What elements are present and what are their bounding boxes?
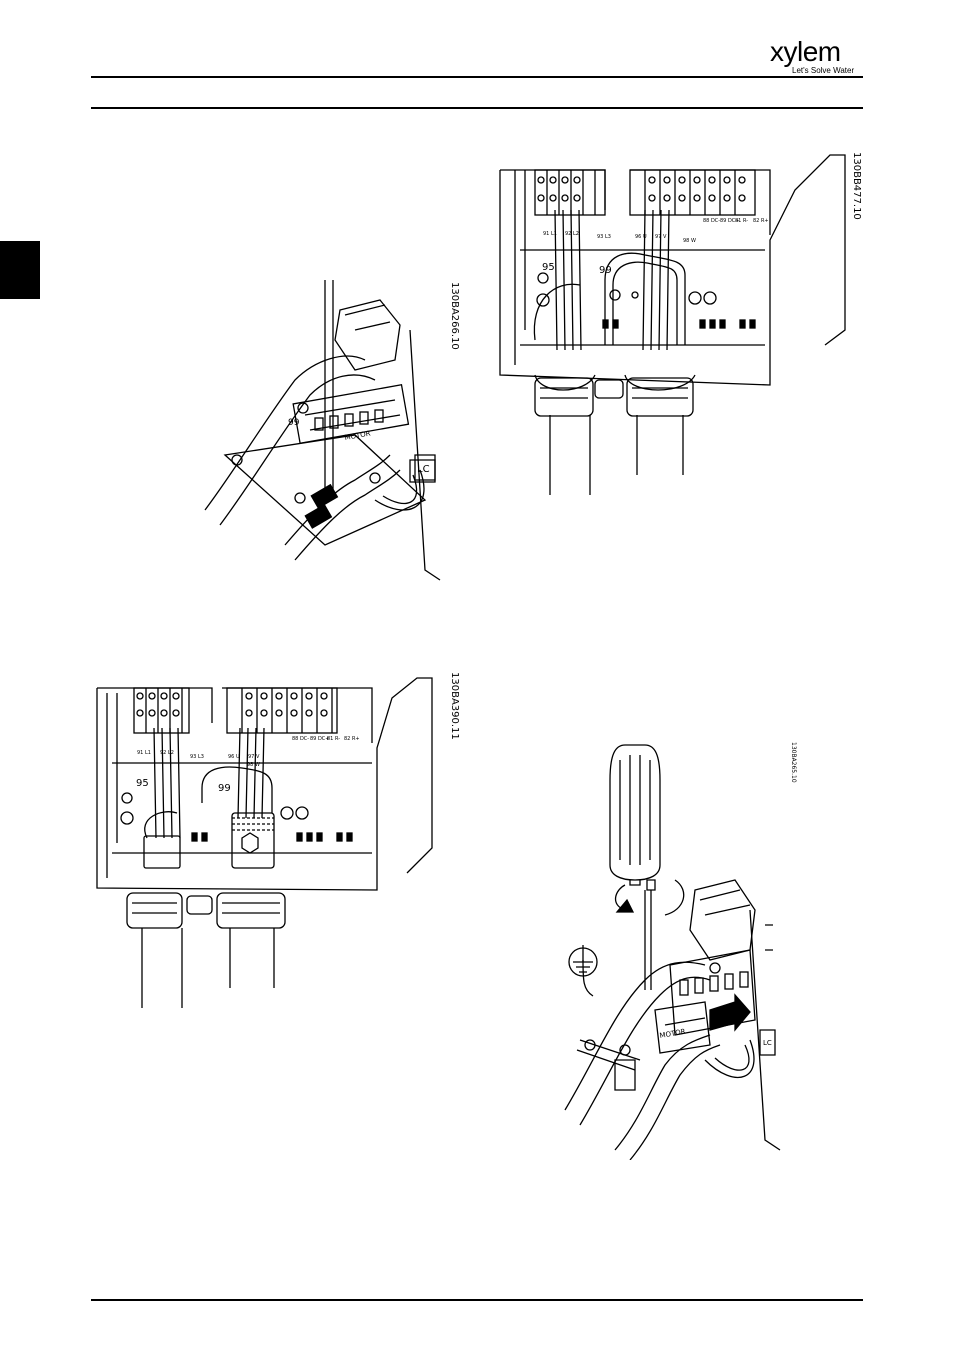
fig2-label-95: 95 [542, 262, 555, 273]
fig1-label-motor: MOTOR [344, 430, 371, 442]
fig1-code: 130BA266.10 [449, 282, 460, 350]
logo-tagline: Let's Solve Water [792, 66, 870, 75]
header-rule-bottom [91, 107, 863, 109]
fig3-label-u: 96 U [228, 754, 240, 760]
fig4-code: 130BA265.10 [790, 742, 797, 783]
chapter-tab [0, 241, 40, 299]
fig2-label-l3: 93 L3 [597, 234, 611, 240]
fig3-code: 130BA390.11 [449, 672, 460, 740]
fig3-label-w: 98 W [247, 762, 260, 768]
figure-screwdriver-terminal-connection: MOTOR LC [555, 740, 805, 1160]
fig3-label-dcminus: 88 DC- [292, 736, 309, 742]
fig2-label-u: 96 U [635, 234, 647, 240]
fig2-label-l2: 92 L2 [565, 231, 579, 237]
fig3-label-rplus: 82 R+ [344, 736, 360, 742]
fig2-label-rminus: 81 R- [735, 218, 748, 224]
fig2-label-l1: 91 L1 [543, 231, 557, 237]
fig2-label-w: 98 W [683, 238, 696, 244]
header-rule-top [91, 76, 863, 78]
fig2-code: 130BB477.10 [851, 152, 862, 220]
fig1-label-lc: LC [417, 464, 430, 475]
fig4-label-motor: MOTOR [659, 1028, 686, 1040]
fig4-label-lc: LC [763, 1039, 772, 1047]
fig3-label-95: 95 [136, 778, 149, 789]
fig3-label-l3: 93 L3 [190, 754, 204, 760]
fig3-label-99: 99 [218, 783, 231, 794]
fig2-label-rplus: 82 R+ [753, 218, 769, 224]
fig2-label-dcminus: 88 DC- [703, 218, 720, 224]
fig2-label-v: 97 V [655, 234, 667, 240]
figure-motor-connection-a2: 99 MOTOR LC [195, 270, 455, 590]
fig3-label-l1: 91 L1 [137, 750, 151, 756]
xylem-logo: xylem Let's Solve Water [770, 38, 870, 78]
fig3-label-v: 97 V [248, 754, 260, 760]
fig1-label-99: 99 [288, 418, 300, 428]
logo-word: xylem [770, 38, 870, 66]
fig3-label-l2: 92 L2 [160, 750, 174, 756]
footer-rule [91, 1299, 863, 1301]
figure-mains-motor-connection-b1: 95 99 91 L1 92 L2 93 L3 96 U 97 V 98 W 8… [495, 150, 865, 510]
fig3-label-rminus: 81 R- [327, 736, 340, 742]
fig2-label-99: 99 [599, 265, 612, 276]
figure-mains-motor-connection-b2: 95 99 91 L1 92 L2 93 L3 96 U 97 V 98 W 8… [92, 668, 442, 1018]
